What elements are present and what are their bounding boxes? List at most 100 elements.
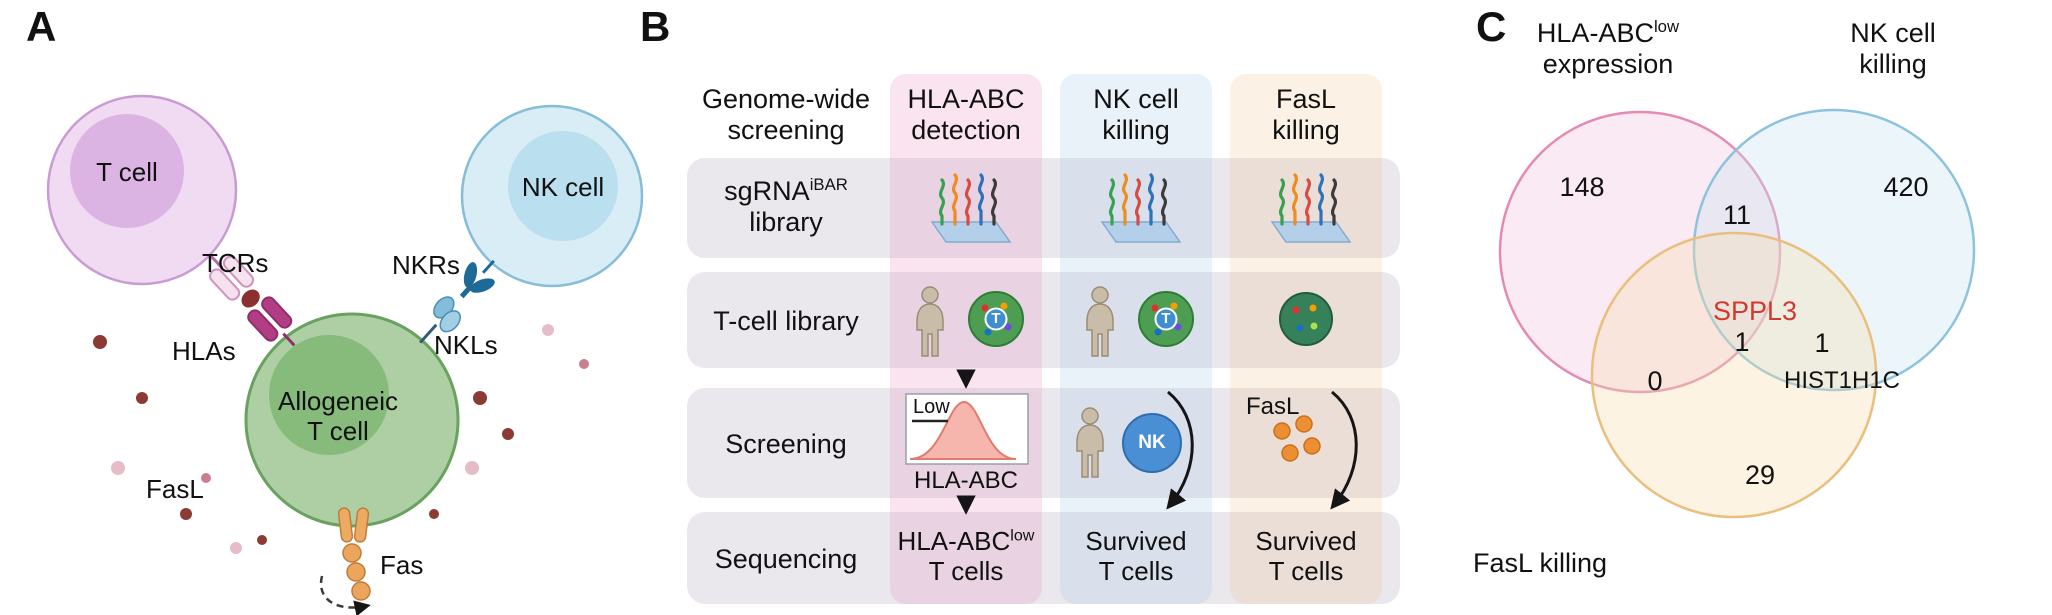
row-label-sgrna-library: sgRNAiBAR library bbox=[687, 176, 885, 238]
col-header-nk-cell-killing: NK cell killing bbox=[1060, 84, 1212, 146]
col1-title-line1: HLA-ABC bbox=[907, 84, 1025, 114]
count-hla-fasl: 0 bbox=[1647, 366, 1663, 396]
count-nk-fasl: 1 bbox=[1814, 328, 1830, 358]
col3-title-line1: FasL bbox=[1275, 84, 1337, 114]
venn-hla-line2: expression bbox=[1542, 49, 1674, 79]
venn-hla-base: HLA-ABC bbox=[1536, 18, 1654, 48]
venn-diagram bbox=[1498, 108, 1976, 519]
panel-a-label: A bbox=[26, 3, 57, 50]
t-cell-label: T cell bbox=[96, 157, 158, 187]
fasl-screening-label: FasL bbox=[1246, 393, 1300, 420]
gene-hist1h1c: HIST1H1C bbox=[1783, 367, 1901, 394]
hlas-label: HLAs bbox=[172, 336, 236, 366]
b-column-tint-hla-detection bbox=[890, 74, 1042, 604]
seq-col1-base: HLA-ABC bbox=[897, 526, 1011, 556]
person-icon-1 bbox=[916, 286, 944, 357]
facs-histogram-icon bbox=[905, 393, 1029, 465]
b-row-bg-screening bbox=[687, 388, 1400, 498]
panel-b-label: B bbox=[640, 3, 671, 50]
venn-set-hla-label: HLA-ABClow expression bbox=[1537, 18, 1679, 80]
allogeneic-line1: Allogeneic bbox=[278, 386, 398, 416]
sequencing-output-col3: Survived T cells bbox=[1230, 526, 1382, 586]
t-cell-pool-icon-2 bbox=[1138, 291, 1194, 347]
venn-set-fasl-label: FasL killing bbox=[1472, 548, 1608, 578]
person-icon-2 bbox=[1086, 286, 1114, 357]
secreted-molecule-dots bbox=[93, 324, 589, 554]
count-hla-nk: 11 bbox=[1722, 200, 1752, 230]
count-nk-only: 420 bbox=[1883, 172, 1929, 202]
nk-bracket-arrow bbox=[1166, 390, 1194, 510]
row-label-screening: Screening bbox=[725, 429, 847, 459]
hla-abc-axis-label: HLA-ABC bbox=[913, 467, 1019, 494]
sgrna-library-icon-3 bbox=[1270, 173, 1352, 244]
b-row-bg-sequencing bbox=[687, 512, 1400, 604]
venn-hla-sup: low bbox=[1653, 17, 1680, 36]
allogeneic-line2: T cell bbox=[307, 416, 369, 446]
tcrs-label: TCRs bbox=[202, 248, 269, 278]
venn-circle-nk bbox=[1692, 108, 1976, 392]
fas-label: Fas bbox=[380, 550, 424, 580]
col2-title-line1: NK cell bbox=[1093, 84, 1179, 114]
seq-col3-line1: Survived bbox=[1255, 526, 1357, 556]
venn-circle-fasl bbox=[1590, 231, 1878, 519]
col-header-fasl-killing: FasL killing bbox=[1230, 84, 1382, 146]
count-triple: 1 bbox=[1734, 327, 1750, 357]
seq-col1-line1: HLA-ABClow bbox=[890, 526, 1042, 556]
row-header-line2: screening bbox=[727, 115, 845, 145]
nk-effector-icon bbox=[1122, 413, 1182, 473]
nkr-nkl-synapse-icon bbox=[419, 259, 495, 344]
nk-cell-graphic bbox=[460, 104, 644, 288]
apoptosis-dashed-arrow bbox=[319, 575, 371, 615]
allogeneic-t-cell-label: Allogeneic T cell bbox=[278, 386, 398, 446]
row-header-genome-wide-screening: Genome-wide screening bbox=[687, 84, 885, 146]
fasl-bracket-arrow bbox=[1330, 390, 1358, 510]
tcr-hla-synapse-icon bbox=[209, 255, 296, 347]
col3-title-line2: killing bbox=[1272, 115, 1340, 145]
col-header-hla-abc-detection: HLA-ABC detection bbox=[890, 84, 1042, 146]
sequencing-output-col1: HLA-ABClow T cells bbox=[890, 526, 1042, 586]
venn-hla-line1: HLA-ABClow bbox=[1537, 18, 1679, 49]
row-label-sequencing: Sequencing bbox=[714, 544, 858, 574]
nkls-label: NKLs bbox=[434, 330, 498, 360]
fas-receptor-icon bbox=[337, 507, 371, 601]
fasl-label: FasL bbox=[146, 474, 204, 504]
t-cell-graphic bbox=[46, 94, 238, 286]
sgrna-base: sgRNA bbox=[724, 176, 810, 206]
t-cell-pool-icon-3 bbox=[1279, 292, 1333, 346]
low-gate-label: Low bbox=[913, 396, 950, 418]
count-hla-only: 148 bbox=[1559, 172, 1605, 202]
seq-col1-line2: T cells bbox=[928, 556, 1004, 586]
b-column-tint-nk-killing bbox=[1060, 74, 1212, 604]
sgrna-sup: iBAR bbox=[809, 175, 848, 194]
count-fasl-only: 29 bbox=[1744, 460, 1776, 490]
venn-set-nk-label: NK cell killing bbox=[1850, 18, 1936, 80]
t-cell-pool-icon-1 bbox=[968, 291, 1024, 347]
row-header-line1: Genome-wide bbox=[701, 84, 871, 114]
venn-nk-line2: killing bbox=[1859, 49, 1927, 79]
t-badge-1: T bbox=[991, 310, 1001, 327]
sgrna-library-icon-1 bbox=[930, 173, 1012, 244]
venn-nk-line1: NK cell bbox=[1850, 18, 1936, 48]
seq-col2-line2: T cells bbox=[1098, 556, 1174, 586]
venn-circle-hla bbox=[1498, 110, 1782, 394]
nk-badge: NK bbox=[1138, 432, 1166, 453]
seq-col2-line1: Survived bbox=[1085, 526, 1187, 556]
sgrna-library-icon-2 bbox=[1100, 173, 1182, 244]
seq-col3-line2: T cells bbox=[1268, 556, 1344, 586]
person-icon-3 bbox=[1076, 407, 1104, 478]
col2-title-line2: killing bbox=[1102, 115, 1170, 145]
nkrs-label: NKRs bbox=[392, 250, 460, 280]
fasl-dots-icon bbox=[1273, 415, 1321, 462]
row-label-tcell-library: T-cell library bbox=[713, 306, 859, 336]
panel-c-label: C bbox=[1476, 3, 1507, 50]
seq-col1-sup: low bbox=[1010, 526, 1035, 545]
nk-cell-label: NK cell bbox=[521, 172, 605, 202]
sgrna-label-line1: sgRNAiBAR bbox=[687, 176, 885, 207]
sgrna-label-line2: library bbox=[749, 207, 823, 237]
sequencing-output-col2: Survived T cells bbox=[1060, 526, 1212, 586]
allogeneic-t-cell-graphic bbox=[244, 312, 460, 528]
t-badge-2: T bbox=[1161, 310, 1171, 327]
col1-title-line2: detection bbox=[911, 115, 1021, 145]
